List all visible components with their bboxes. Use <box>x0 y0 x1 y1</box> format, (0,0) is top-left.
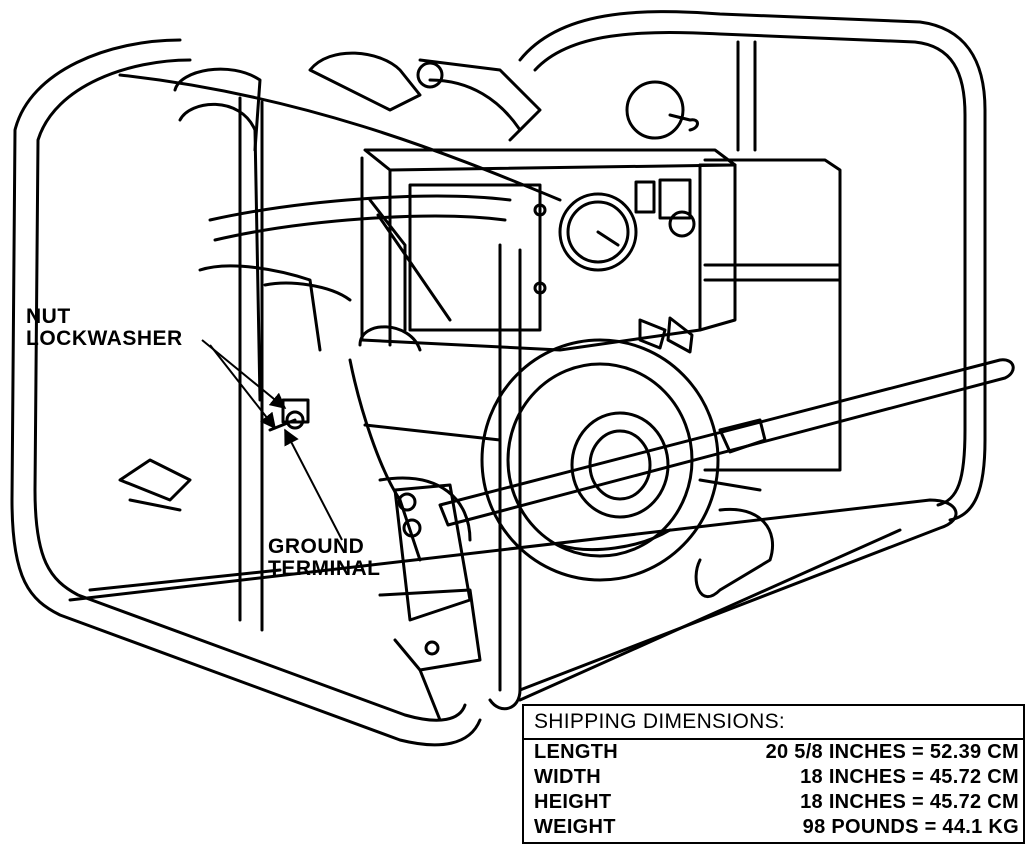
table-row: HEIGHT 18 INCHES = 45.72 CM <box>524 790 1023 815</box>
callout-lockwasher-label: LOCKWASHER <box>26 327 183 350</box>
recoil-starter <box>480 338 720 582</box>
shipping-dimensions-title: SHIPPING DIMENSIONS: <box>524 706 1023 740</box>
dimension-label: HEIGHT <box>534 791 612 813</box>
callout-terminal-label: TERMINAL <box>268 557 381 580</box>
dimension-value: 18 INCHES = 45.72 CM <box>800 791 1019 813</box>
leader-arrow-icon <box>284 428 343 541</box>
dimension-value: 98 POUNDS = 44.1 KG <box>802 816 1019 838</box>
mount-foot <box>393 483 472 622</box>
fuel-tank <box>703 158 842 472</box>
dimension-label: WIDTH <box>534 766 602 788</box>
frame-rear-tube <box>518 10 987 522</box>
dimension-value: 20 5/8 INCHES = 52.39 CM <box>765 741 1019 763</box>
leader-arrow-icon <box>209 344 276 430</box>
table-row: WEIGHT 98 POUNDS = 44.1 KG <box>524 815 1023 840</box>
control-box <box>363 148 737 172</box>
callout-ground-label: GROUND <box>268 535 365 558</box>
table-row: LENGTH 20 5/8 INCHES = 52.39 CM <box>524 740 1023 765</box>
dimension-label: LENGTH <box>534 741 619 763</box>
dimension-value: 18 INCHES = 45.72 CM <box>800 766 1019 788</box>
callout-ground-terminal: GROUND TERMINAL <box>268 536 381 580</box>
frame-front-tube <box>10 38 482 747</box>
brace-bar <box>438 358 1015 527</box>
dimension-label: WEIGHT <box>534 816 616 838</box>
table-row: WIDTH 18 INCHES = 45.72 CM <box>524 765 1023 790</box>
callout-nut-lockwasher: NUT LOCKWASHER <box>26 306 183 350</box>
shipping-dimensions-table: SHIPPING DIMENSIONS: LENGTH 20 5/8 INCHE… <box>522 704 1025 844</box>
callout-nut-label: NUT <box>26 305 71 328</box>
engine-shroud <box>178 102 262 402</box>
